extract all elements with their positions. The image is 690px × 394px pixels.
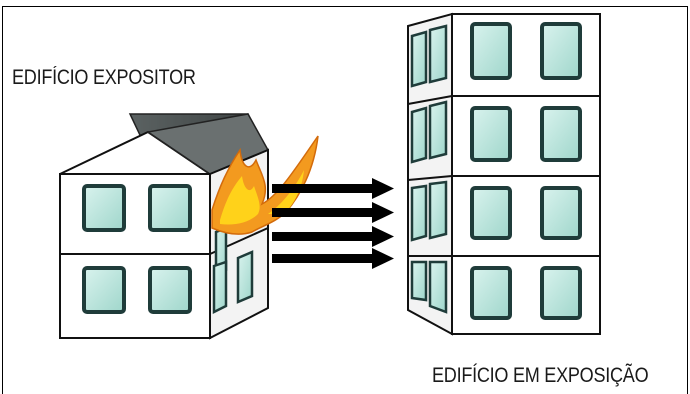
window: [410, 106, 428, 164]
window: [410, 30, 428, 88]
window: [540, 22, 582, 80]
window: [236, 250, 254, 304]
window: [82, 184, 126, 232]
window: [148, 184, 192, 232]
window: [470, 266, 512, 320]
window: [470, 186, 512, 240]
window: [540, 186, 582, 240]
exposing-building-label: EDIFÍCIO EXPOSITOR: [12, 66, 196, 89]
window: [82, 266, 126, 314]
frame-border-right: [687, 6, 688, 394]
window: [410, 260, 428, 302]
exposed-building-label: EDIFÍCIO EM EXPOSIÇÃO: [432, 364, 649, 387]
window: [540, 266, 582, 320]
window: [428, 100, 448, 160]
heat-arrow-icon: [272, 178, 394, 269]
window: [148, 266, 192, 314]
window: [212, 260, 228, 315]
window: [410, 184, 428, 242]
window: [470, 106, 512, 162]
window: [428, 24, 448, 84]
exposed-building: [407, 12, 601, 336]
frame-border-top: [2, 6, 688, 7]
flame-icon: [211, 135, 319, 235]
window: [428, 180, 448, 240]
window: [540, 106, 582, 162]
window: [470, 22, 512, 80]
window: [428, 260, 448, 314]
frame-border-left: [2, 6, 3, 394]
